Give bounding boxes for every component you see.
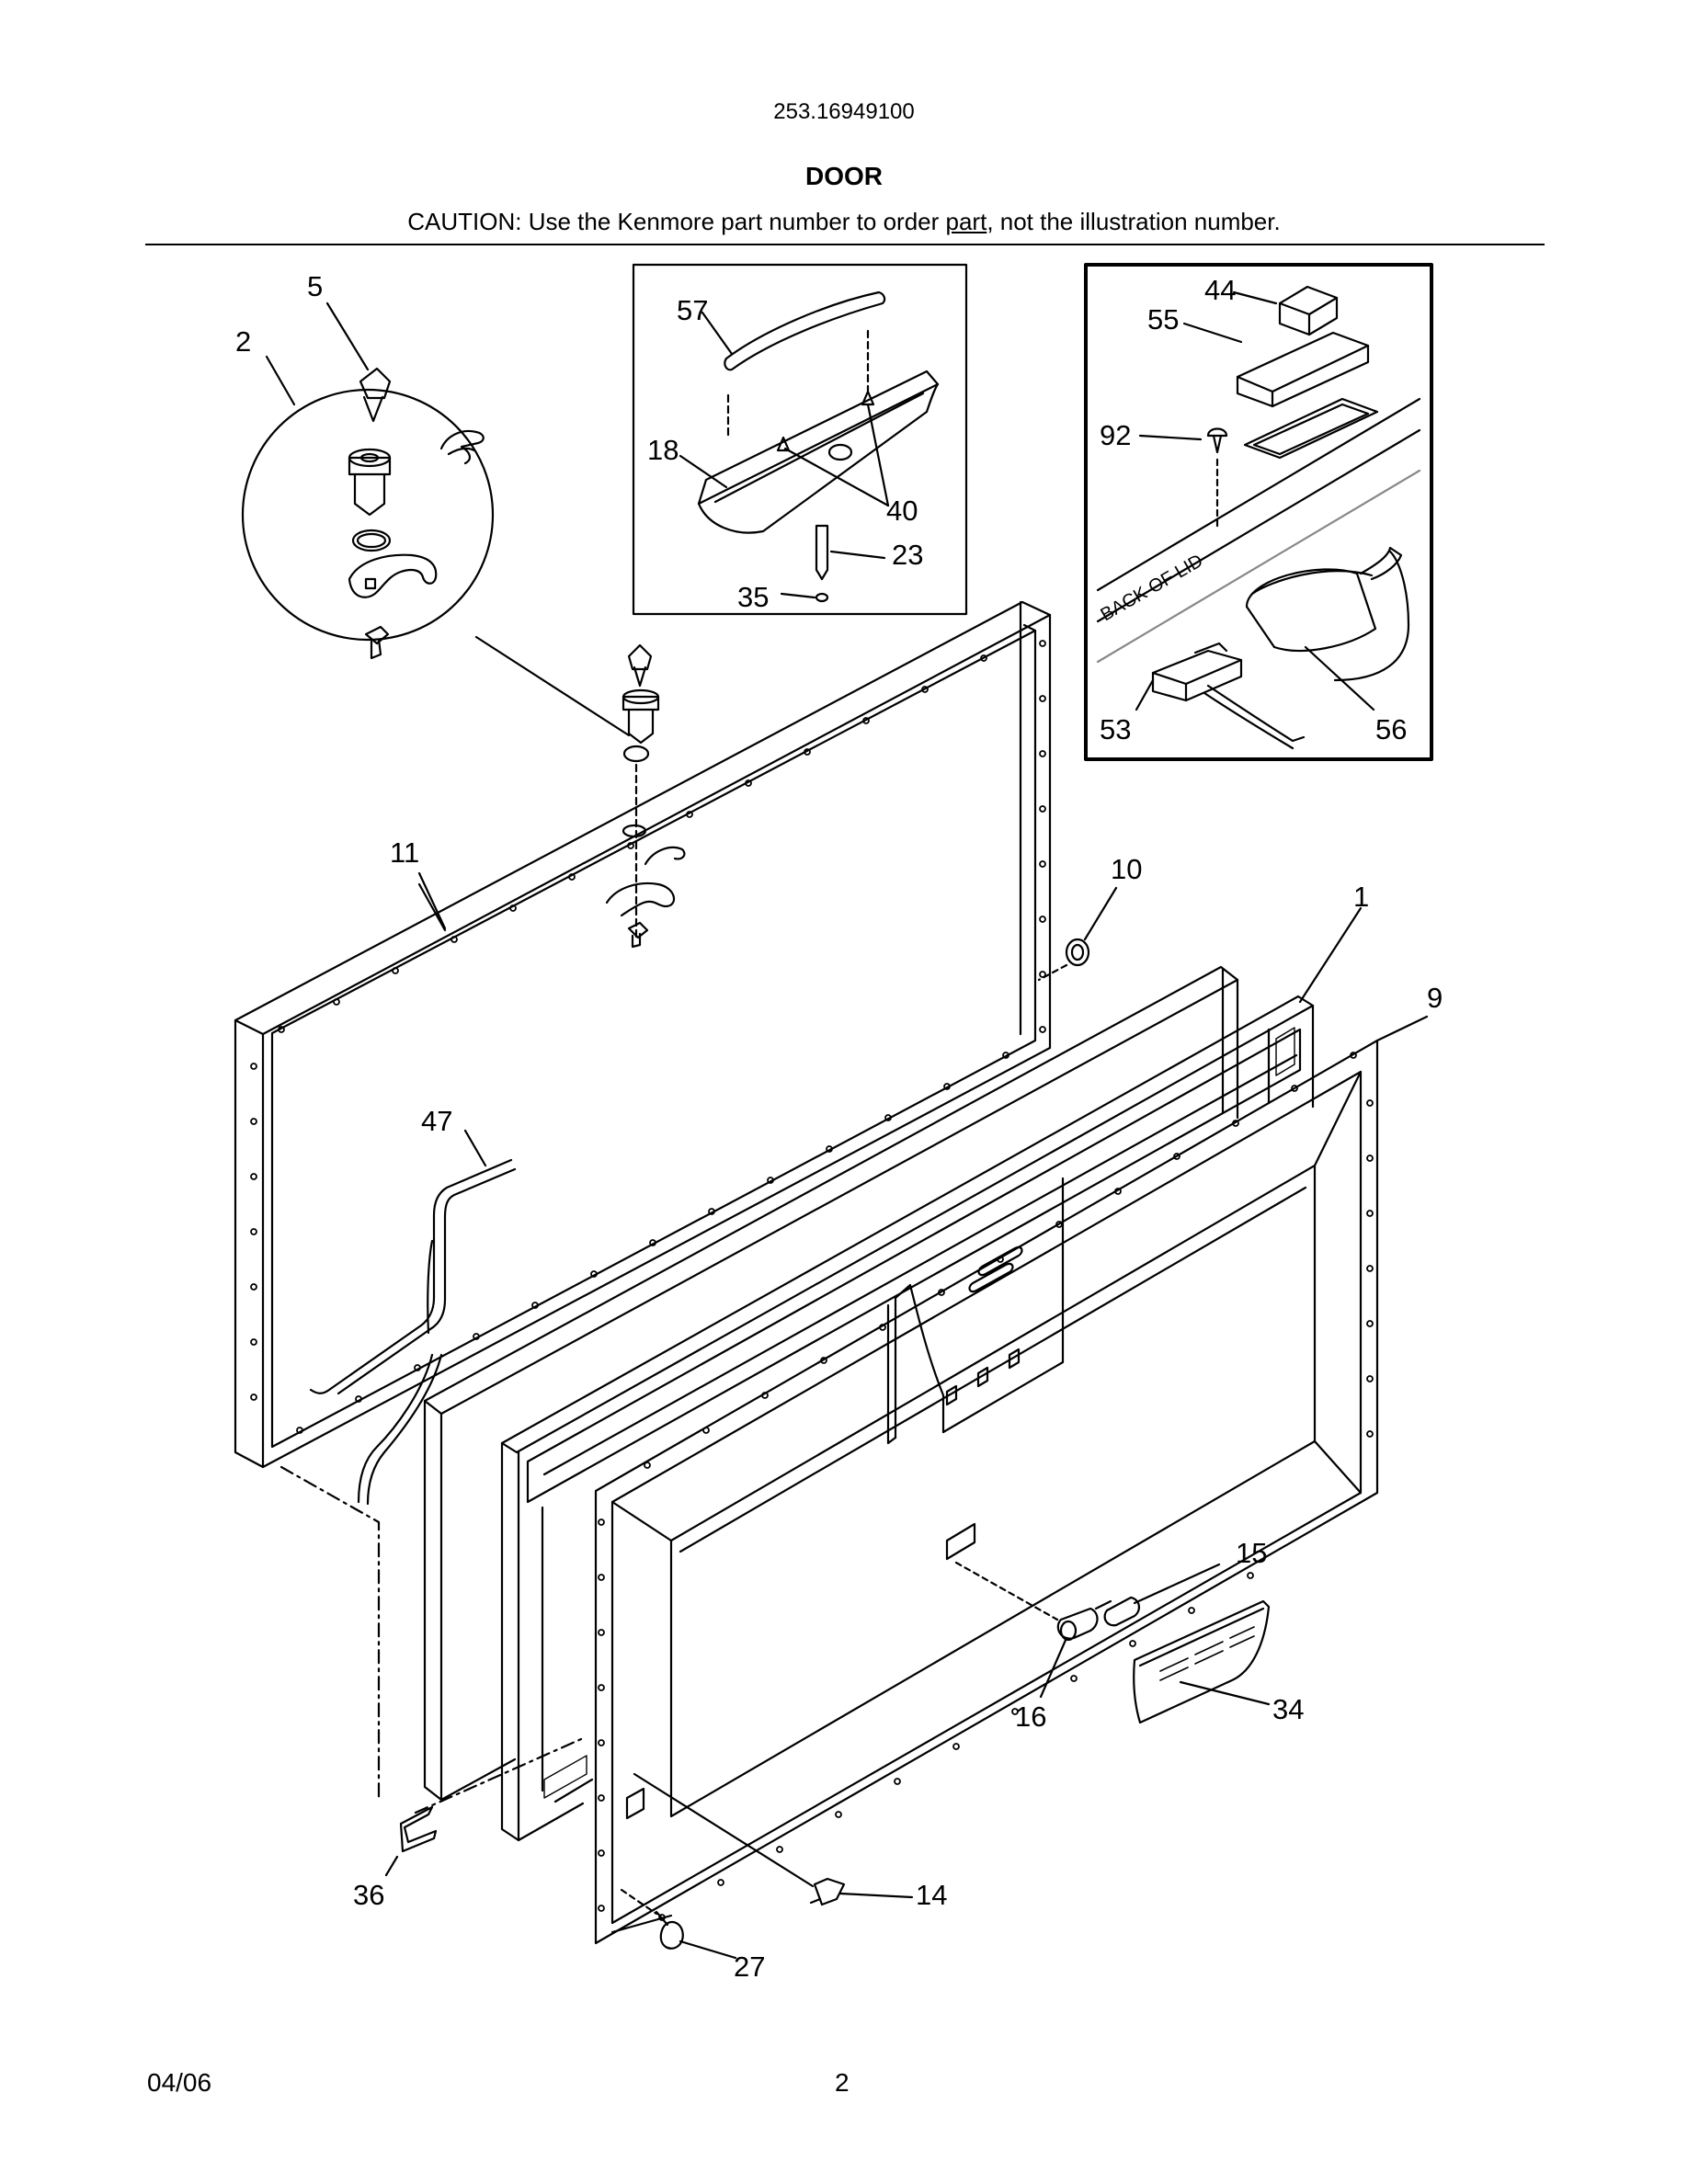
breaker-strip-frame (500, 995, 1315, 1842)
callout-92: 92 (1100, 419, 1131, 451)
caution-link: part (945, 208, 987, 235)
fastener-parts (620, 1772, 914, 1960)
heater-wire (309, 1129, 517, 1506)
door-gasket-frame (234, 600, 1052, 1469)
callout-23: 23 (892, 539, 923, 571)
caution-suffix: , not the illustration number. (987, 208, 1281, 235)
callout-15: 15 (1236, 1537, 1267, 1569)
callout-47: 47 (421, 1105, 452, 1137)
callout-44: 44 (1204, 274, 1236, 306)
header-rule (145, 244, 1545, 245)
callout-57: 57 (677, 294, 708, 326)
callout-27: 27 (734, 1951, 765, 1983)
door-inner-liner (594, 1039, 1379, 1945)
callout-53: 53 (1100, 713, 1131, 745)
callout-11: 11 (390, 836, 419, 869)
callout-10: 10 (1111, 853, 1142, 885)
caution-prefix: CAUTION: Use the Kenmore part number to … (407, 208, 946, 235)
model-number: 253.16949100 (773, 99, 915, 124)
thermostat-parts (954, 1561, 1271, 1724)
callout-16: 16 (1015, 1701, 1046, 1733)
callout-5: 5 (307, 270, 323, 302)
caution-note: CAUTION: Use the Kenmore part number to … (0, 208, 1688, 236)
callout-36: 36 (353, 1879, 384, 1911)
callout-18: 18 (647, 434, 679, 466)
back-of-lid-label: BACK OF LID (1098, 551, 1207, 625)
callout-56: 56 (1375, 713, 1407, 745)
door-lock-parts (605, 643, 686, 949)
page-number: 2 (835, 2068, 850, 2097)
lock-detail-circle (241, 367, 631, 737)
callout-40: 40 (886, 495, 918, 527)
light-switch-inset (1084, 263, 1433, 761)
callout-1: 1 (1353, 881, 1369, 913)
plug (1037, 886, 1118, 982)
handle-inset (632, 263, 968, 616)
footer-date: 04/06 (147, 2068, 212, 2097)
page-title: DOOR (805, 162, 883, 190)
callout-55: 55 (1147, 303, 1179, 336)
door-outer-panel (423, 965, 1239, 1802)
callout-14: 14 (916, 1879, 947, 1911)
callout-34: 34 (1272, 1693, 1304, 1725)
callout-9: 9 (1427, 982, 1443, 1014)
callout-2: 2 (235, 325, 251, 358)
callout-35: 35 (737, 581, 769, 613)
clip (384, 1805, 438, 1877)
